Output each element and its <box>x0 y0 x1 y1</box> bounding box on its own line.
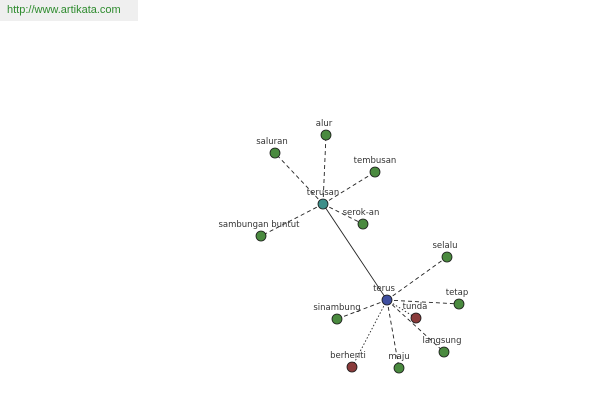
node-label-saluran: saluran <box>256 137 287 147</box>
edge-terus-tetap <box>386 299 460 305</box>
node-marker-terus[interactable] <box>381 294 393 306</box>
node-label-terus: terus <box>373 284 395 294</box>
edge-terusan-saluran <box>274 152 324 205</box>
watermark-url: http://www.artikata.com <box>0 0 138 21</box>
edge-terusan-tembusan <box>322 171 376 205</box>
node-tetap[interactable]: tetap <box>446 288 469 310</box>
edge-terus-maju <box>386 299 400 369</box>
node-label-sinambung: sinambung <box>313 303 360 313</box>
node-marker-tembusan[interactable] <box>369 166 381 178</box>
node-langsung[interactable]: langsung <box>423 336 462 358</box>
node-saluran[interactable]: saluran <box>256 137 288 159</box>
node-terus[interactable]: terus <box>373 284 396 306</box>
node-marker-tetap[interactable] <box>453 298 465 310</box>
node-label-sambungan-buntut: sambungan buntut <box>218 220 300 230</box>
graph-nodes: terusan terus alur saluran tembusan serok-an s… <box>218 119 469 374</box>
node-sinambung[interactable]: sinambung <box>313 303 361 325</box>
node-terusan[interactable]: terusan <box>307 188 339 210</box>
node-label-alur: alur <box>316 119 333 129</box>
node-label-langsung: langsung <box>423 336 462 346</box>
edge-terus-langsung <box>386 299 445 353</box>
node-selalu[interactable]: selalu <box>433 241 458 263</box>
node-marker-terusan[interactable] <box>317 198 329 210</box>
node-label-selalu: selalu <box>433 241 458 251</box>
node-marker-sambungan-buntut[interactable] <box>255 230 267 242</box>
node-marker-serok-an[interactable] <box>357 218 369 230</box>
node-marker-saluran[interactable] <box>269 147 281 159</box>
edge-terus-selalu <box>386 256 448 301</box>
edge-terusan-serok-an <box>322 203 364 225</box>
node-marker-selalu[interactable] <box>441 251 453 263</box>
node-alur[interactable]: alur <box>316 119 333 141</box>
edge-terusan-terus <box>322 203 388 301</box>
edge-terus-tunda <box>386 299 417 319</box>
node-marker-sinambung[interactable] <box>331 313 343 325</box>
edge-terusan-alur <box>322 134 327 205</box>
node-serok-an[interactable]: serok-an <box>343 208 380 230</box>
node-label-maju: maju <box>388 352 409 362</box>
node-label-berhenti: berhenti <box>330 351 366 361</box>
node-maju[interactable]: maju <box>388 352 410 374</box>
node-berhenti[interactable]: berhenti <box>330 351 366 373</box>
node-tunda[interactable]: tunda <box>403 302 428 324</box>
node-label-terusan: terusan <box>307 188 339 198</box>
node-sambungan-buntut[interactable]: sambungan buntut <box>218 220 300 242</box>
node-marker-berhenti[interactable] <box>346 361 358 373</box>
node-label-tetap: tetap <box>446 288 469 298</box>
node-tembusan[interactable]: tembusan <box>354 156 397 178</box>
node-marker-tunda[interactable] <box>410 312 422 324</box>
node-marker-maju[interactable] <box>393 362 405 374</box>
edge-terusan-sambungan-buntut <box>260 203 324 237</box>
node-label-tembusan: tembusan <box>354 156 397 166</box>
graph-edges <box>260 134 460 369</box>
edge-terus-sinambung <box>336 299 388 320</box>
node-marker-langsung[interactable] <box>438 346 450 358</box>
node-marker-alur[interactable] <box>320 129 332 141</box>
node-label-tunda: tunda <box>403 302 428 312</box>
node-label-serok-an: serok-an <box>343 208 380 218</box>
